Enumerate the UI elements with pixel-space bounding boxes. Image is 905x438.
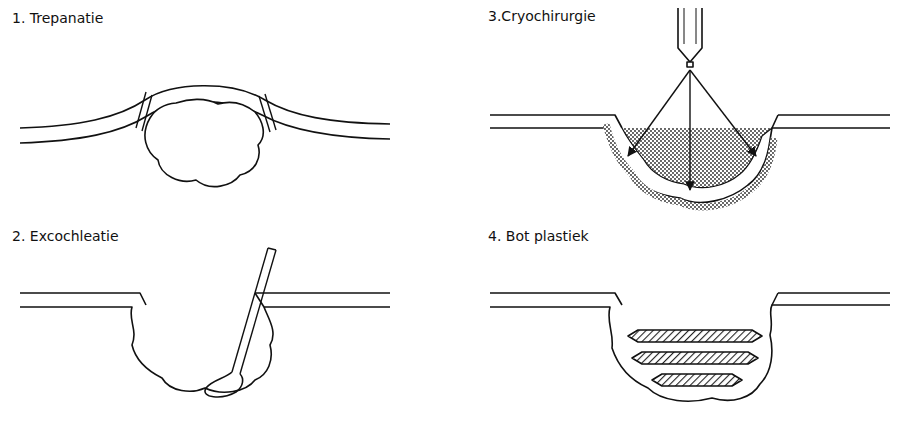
panel-label: 1. Trepanatie (10, 10, 105, 26)
bone-graft (490, 293, 890, 401)
panel-label: 4. Bot plastiek (486, 228, 591, 244)
panel-label: 2. Excochleatie (10, 228, 121, 244)
bone-excochleation (20, 248, 390, 397)
bone-cryosurgery (490, 8, 890, 207)
panel-label: 3.Cryochirurgie (486, 8, 598, 24)
bone-trepanation (20, 86, 390, 187)
